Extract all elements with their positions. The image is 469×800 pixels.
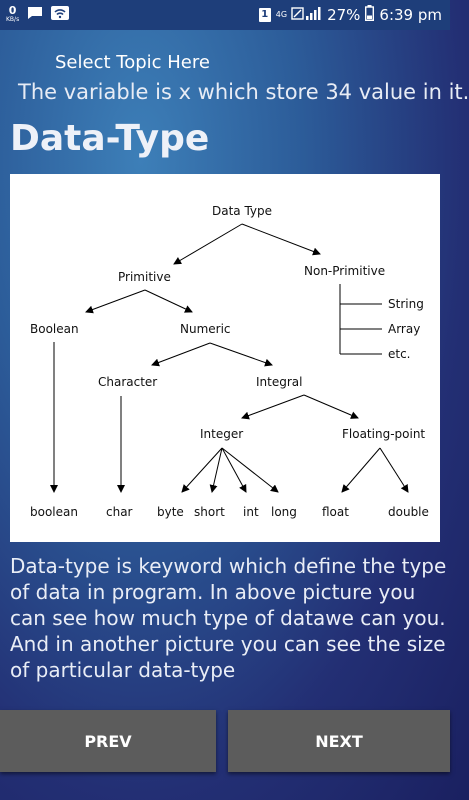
leaf-float: float (322, 505, 349, 519)
prev-button[interactable]: PREV (0, 710, 216, 772)
battery-percent: 27% (327, 6, 361, 24)
node-numeric: Numeric (180, 322, 231, 336)
leaf-boolean: boolean (30, 505, 78, 519)
diagram-svg: Data Type Primitive Non-Primitive String… (30, 204, 429, 519)
app-bar: Select Topic Here (0, 30, 450, 98)
wifi-icon (51, 6, 70, 24)
battery-icon (365, 5, 375, 25)
node-character: Character (98, 375, 157, 389)
speed-unit: KB/s (6, 16, 20, 23)
leaf-short: short (194, 505, 225, 519)
page-title: Data-Type (10, 118, 210, 159)
node-array: Array (388, 322, 420, 336)
node-etc: etc. (388, 347, 411, 361)
status-bar: 0 KB/s 1 4G 27% 6:39 pm (0, 0, 450, 30)
node-primitive: Primitive (118, 270, 171, 284)
node-integral: Integral (256, 375, 302, 389)
signal-icon (291, 5, 322, 25)
next-button[interactable]: NEXT (228, 710, 450, 772)
previous-text-clipped: The variable is x which store 34 value i… (18, 80, 469, 112)
leaf-long: long (271, 505, 297, 519)
network-speed: 0 KB/s (6, 4, 20, 24)
message-icon (27, 6, 43, 24)
partial-text: The variable is x which store 34 value i… (18, 80, 469, 104)
node-boolean-category: Boolean (30, 322, 79, 336)
status-right: 1 4G 27% 6:39 pm (258, 5, 450, 25)
sim-icon: 1 (258, 8, 271, 22)
clock: 6:39 pm (379, 6, 442, 24)
leaf-byte: byte (157, 505, 184, 519)
leaf-char: char (106, 505, 133, 519)
node-floating-point: Floating-point (342, 427, 425, 441)
network-type: 4G (275, 10, 288, 19)
select-topic-button[interactable]: Select Topic Here (55, 52, 210, 73)
data-type-diagram: Data Type Primitive Non-Primitive String… (10, 174, 440, 542)
leaf-int: int (243, 505, 259, 519)
node-data-type: Data Type (212, 204, 272, 218)
status-left: 0 KB/s (0, 4, 70, 24)
leaf-double: double (388, 505, 429, 519)
node-non-primitive: Non-Primitive (304, 264, 385, 278)
node-string: String (388, 297, 424, 311)
node-integer: Integer (200, 427, 243, 441)
speed-value: 0 (8, 4, 17, 17)
description-text: Data-type is keyword which define the ty… (10, 554, 447, 682)
